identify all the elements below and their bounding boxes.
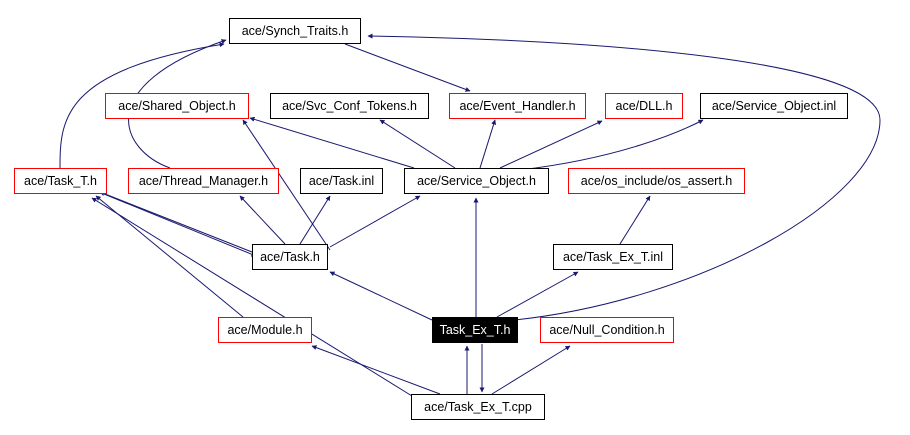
edge-service_object-to-dll xyxy=(499,120,603,169)
edge-service_object-to-event_handler xyxy=(479,119,497,169)
node-task_ex_t_cpp[interactable]: ace/Task_Ex_T.cpp xyxy=(411,394,545,420)
edge-task_t-to-task_h xyxy=(103,193,257,257)
edge-task_ex_t_cpp-to-null_condition xyxy=(491,345,571,395)
node-label-task_inl: ace/Task.inl xyxy=(308,173,375,188)
node-label-svc_obj_inl: ace/Service_Object.inl xyxy=(711,98,837,113)
edge-service_object-to-shared_object xyxy=(249,116,415,169)
dependency-edges xyxy=(59,33,881,397)
node-label-dll: ace/DLL.h xyxy=(615,98,673,113)
edge-service_object-to-svc_obj_inl xyxy=(519,119,704,171)
node-shared_object[interactable]: ace/Shared_Object.h xyxy=(105,93,249,119)
node-label-svc_conf: ace/Svc_Conf_Tokens.h xyxy=(282,98,417,113)
node-label-null_condition: ace/Null_Condition.h xyxy=(549,322,665,337)
node-service_object[interactable]: ace/Service_Object.h xyxy=(404,168,549,194)
node-label-task_ex_t_cpp: ace/Task_Ex_T.cpp xyxy=(424,399,532,414)
edge-task_ex_t_cpp-to-module xyxy=(311,345,441,395)
node-thread_manager[interactable]: ace/Thread_Manager.h xyxy=(128,168,279,194)
edge-task_h-to-task_t xyxy=(99,191,253,253)
node-task_h[interactable]: ace/Task.h xyxy=(252,244,328,270)
node-task_ex_t_inl[interactable]: ace/Task_Ex_T.inl xyxy=(553,244,673,270)
node-label-shared_object: ace/Shared_Object.h xyxy=(118,98,236,113)
node-task_t[interactable]: ace/Task_T.h xyxy=(14,168,107,194)
node-label-module: ace/Module.h xyxy=(227,322,303,337)
node-dll[interactable]: ace/DLL.h xyxy=(605,93,683,119)
edge-task_h-to-service_object xyxy=(329,195,421,248)
edge-task_ex_t_h-to-task_h xyxy=(329,271,433,321)
edge-task_h-to-shared_object xyxy=(242,119,331,251)
node-svc_obj_inl[interactable]: ace/Service_Object.inl xyxy=(700,93,848,119)
node-module[interactable]: ace/Module.h xyxy=(218,317,312,343)
edge-task_ex_t_h-to-synch_traits xyxy=(367,33,881,321)
node-label-task_t: ace/Task_T.h xyxy=(24,173,97,188)
node-event_handler[interactable]: ace/Event_Handler.h xyxy=(449,93,586,119)
node-svc_conf[interactable]: ace/Svc_Conf_Tokens.h xyxy=(270,93,429,119)
edge-task_ex_t_inl-to-os_assert xyxy=(619,195,651,245)
node-label-service_object: ace/Service_Object.h xyxy=(417,173,536,188)
node-label-event_handler: ace/Event_Handler.h xyxy=(459,98,576,113)
edge-task_h-to-thread_manager xyxy=(239,195,286,245)
edge-task_ex_t_h-to-task_ex_t_inl xyxy=(496,271,579,318)
node-label-task_ex_t_h: Task_Ex_T.h xyxy=(439,322,511,337)
node-synch_traits[interactable]: ace/Synch_Traits.h xyxy=(229,18,361,44)
edge-task_h-to-task_inl xyxy=(299,195,331,245)
node-label-os_assert: ace/os_include/os_assert.h xyxy=(580,173,733,188)
edge-task_t-to-synch_traits xyxy=(59,42,225,169)
node-label-task_ex_t_inl: ace/Task_Ex_T.inl xyxy=(562,249,664,264)
edge-synch_traits-to-event_handler xyxy=(344,43,471,92)
node-label-task_h: ace/Task.h xyxy=(260,249,320,264)
node-task_inl[interactable]: ace/Task.inl xyxy=(300,168,383,194)
node-null_condition[interactable]: ace/Null_Condition.h xyxy=(540,317,674,343)
node-label-synch_traits: ace/Synch_Traits.h xyxy=(241,23,349,38)
edge-service_object-to-svc_conf xyxy=(379,119,456,169)
node-os_assert[interactable]: ace/os_include/os_assert.h xyxy=(568,168,745,194)
node-task_ex_t_h[interactable]: Task_Ex_T.h xyxy=(432,317,518,343)
node-label-thread_manager: ace/Thread_Manager.h xyxy=(138,173,269,188)
